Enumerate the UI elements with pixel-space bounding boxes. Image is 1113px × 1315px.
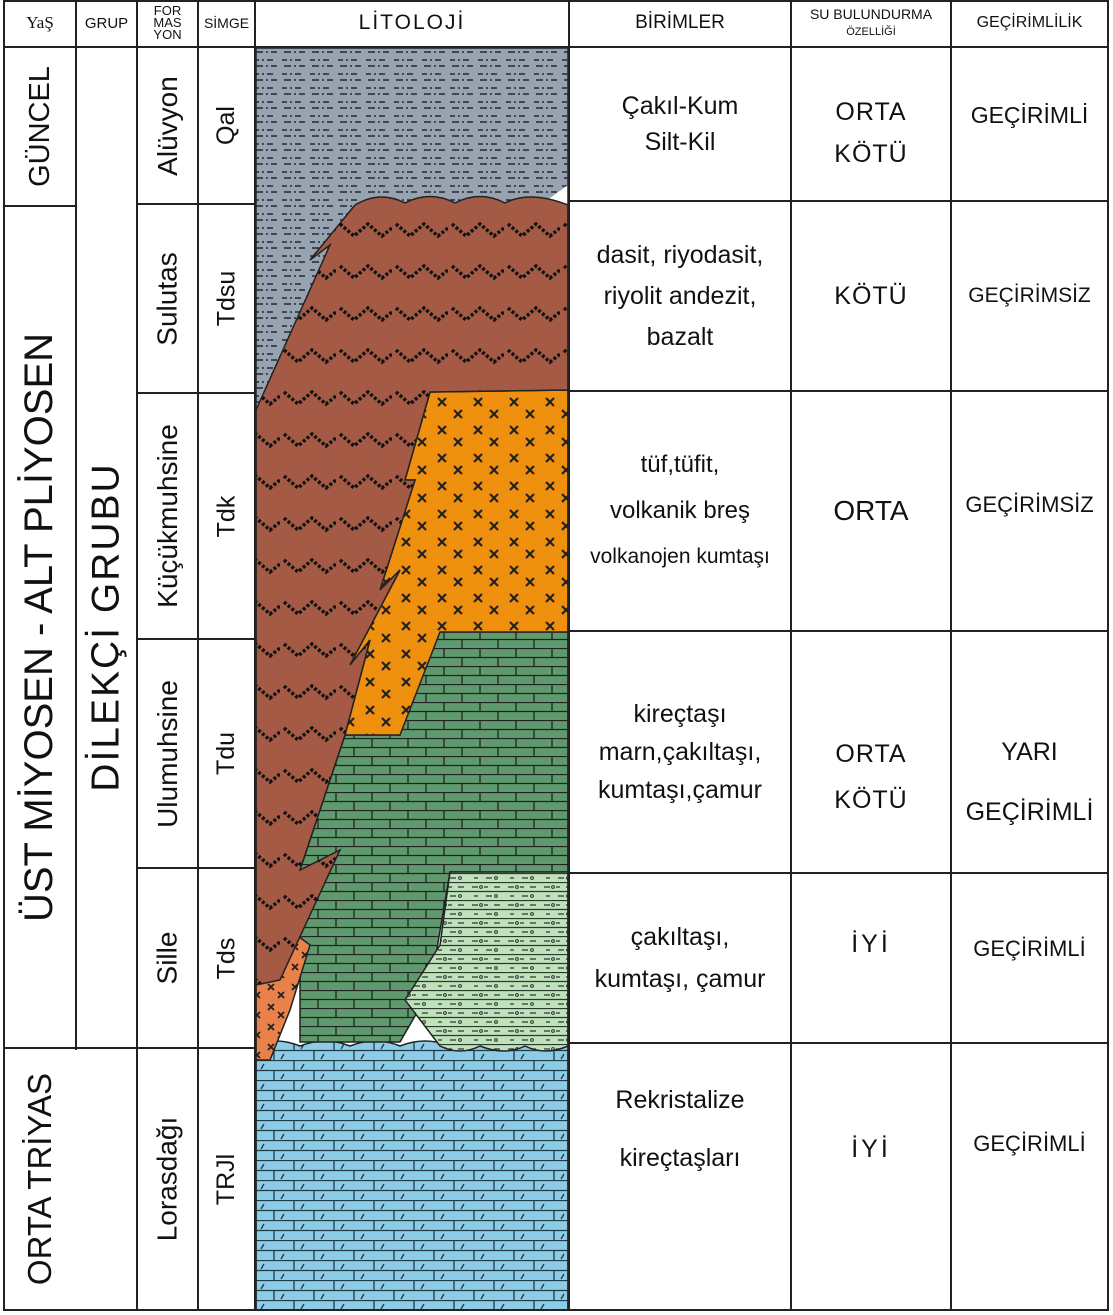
grid-line: [136, 867, 256, 869]
grid-line: [568, 200, 1109, 202]
grid-line: [75, 0, 77, 1050]
grid-line: [568, 1042, 1109, 1044]
water-sille: İYİ: [851, 929, 891, 958]
grid-line: [568, 390, 1109, 392]
perm-aluvyon: GEÇİRİMLİ: [970, 102, 1089, 128]
grid-line: [3, 1047, 256, 1049]
grid-line: [136, 392, 256, 394]
perm-kucukmuhsine: GEÇİRİMSİZ: [965, 491, 1094, 517]
grid-line: [136, 203, 256, 205]
age-triyas: ORTA TRİYAS: [21, 1072, 58, 1286]
grid-line: [197, 0, 199, 1310]
header-simge: SİMGE: [203, 15, 250, 31]
symbol-trjl: TRJl: [211, 1153, 240, 1205]
grid-line: [136, 0, 138, 1310]
formation-aluvyon: Alüvyon: [151, 75, 183, 176]
symbol-tds: Tds: [212, 937, 240, 979]
water-kucukmuhsine: ORTA: [833, 495, 909, 526]
symbol-tdsu: Tdsu: [212, 270, 240, 327]
perm-lorasdagi: GEÇİRİMLİ: [973, 1131, 1086, 1156]
grid-line: [568, 0, 570, 1310]
sille-layer: [404, 871, 569, 1052]
symbol-tdu: Tdu: [212, 731, 240, 776]
group-dilekci: DİLEKÇİ GRUBU: [84, 462, 128, 792]
header-yas: YaŞ: [26, 13, 54, 32]
water-sulutas: KÖTÜ: [834, 281, 908, 310]
formation-lorasdagi: Lorasdağı: [151, 1116, 183, 1242]
grid-line: [568, 630, 1109, 632]
formation-ulumuhsine: Ulumuhsine: [151, 679, 183, 828]
symbol-tdk: Tdk: [212, 495, 240, 537]
units-sulutas: dasit, riyodasit,riyolit andezit,bazalt: [596, 240, 764, 351]
header-birimler: BİRİMLER: [635, 12, 725, 33]
age-miyosen: ÜST MİYOSEN - ALT PLİYOSEN: [17, 332, 62, 922]
grid-line: [3, 205, 75, 207]
formation-sille: Sille: [151, 931, 183, 985]
perm-sulutas: GEÇİRİMSİZ: [968, 284, 1091, 307]
water-lorasdagi: İYİ: [851, 1134, 891, 1163]
grid-line: [136, 638, 256, 640]
header-grup: GRUP: [84, 14, 129, 32]
grid-line: [254, 0, 256, 1310]
grid-line: [790, 0, 792, 1310]
grid-line: [1107, 0, 1109, 1310]
formation-sulutas: Sulutas: [151, 251, 183, 346]
grid-line: [950, 0, 952, 1310]
symbol-qal: Qal: [212, 106, 240, 145]
formation-kucukmuhsine: Küçükmuhsine: [151, 424, 183, 608]
units-sille: çakıltaşı,kumtaşı, çamur: [594, 923, 766, 993]
grid-line: [3, 1309, 1109, 1311]
grid-line: [3, 0, 1109, 2]
sulutas-layer: [255, 195, 569, 986]
perm-sille: GEÇİRİMLİ: [973, 936, 1086, 961]
age-guncel: GÜNCEL: [23, 66, 56, 187]
grid-line: [3, 46, 1109, 48]
lorasdagi-layer: [255, 1040, 569, 1311]
header-gecirimlilik: GEÇİRİMLİLİK: [976, 14, 1083, 31]
grid-line: [3, 0, 5, 1310]
grid-line: [568, 872, 1109, 874]
header-litoloji: LİTOLOJİ: [358, 11, 466, 34]
